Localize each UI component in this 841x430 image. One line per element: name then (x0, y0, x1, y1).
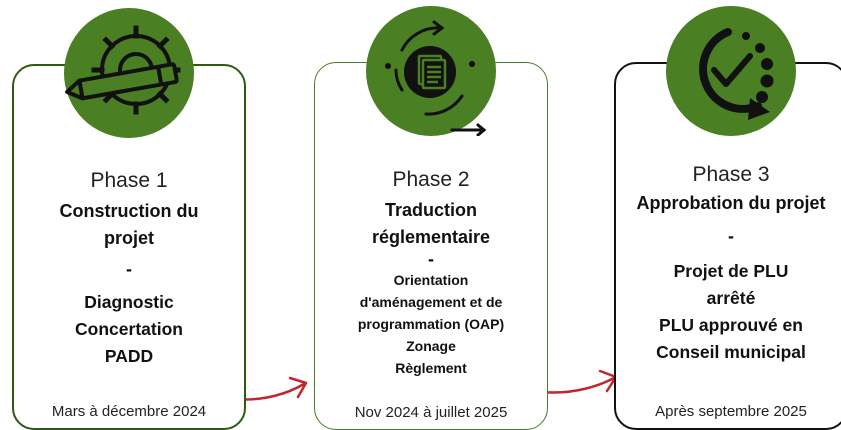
phase-1-item: Concertation (75, 319, 183, 339)
phase-2-item: Règlement (395, 360, 467, 376)
phase-2-separator: - (428, 249, 434, 269)
phase-1-title-line: Construction du (59, 201, 199, 221)
phase-2-title-line: réglementaire (371, 227, 491, 247)
phase-2-title: Traduction réglementaire (315, 197, 547, 251)
phase-1-item: Diagnostic (84, 292, 174, 312)
phase-2-date: Nov 2024 à juillet 2025 (354, 404, 508, 421)
phase-1-label: Phase 1 (90, 169, 168, 192)
phase-2-title-line: Traduction (384, 200, 477, 220)
phase-2-item: Orientation (393, 272, 469, 288)
phase-3-item: arrêté (706, 288, 756, 308)
phase-3-separator: - (728, 226, 734, 246)
phase-1-item: PADD (104, 346, 154, 366)
phase-3-items: Projet de PLU arrêté PLU approuvé en Con… (616, 258, 841, 366)
phase-3-label: Phase 3 (692, 163, 770, 186)
gear-pencil-icon (64, 8, 194, 138)
checkmark-progress-icon (666, 6, 796, 136)
phase-3-item: PLU approuvé en (659, 315, 803, 335)
phase-1-text: Phase 1 Construction du projet - Diagnos… (14, 168, 244, 370)
phase-1-title-line: projet (103, 228, 154, 248)
phase-2-label: Phase 2 (392, 168, 470, 191)
phase-3-text: Phase 3 Approbation du projet - Projet d… (616, 162, 841, 366)
phase-3-item: Projet de PLU (673, 261, 789, 281)
phase-3-item: Conseil municipal (656, 342, 806, 362)
phase-3-title-line: Approbation du projet (636, 193, 826, 213)
phase-1-title: Construction du projet (14, 198, 244, 252)
phase-3-title: Approbation du projet (616, 190, 841, 217)
phase-2-item: d'aménagement et de (359, 294, 503, 310)
phase-2-text: Phase 2 Traduction réglementaire - Orien… (315, 167, 547, 379)
phase-2-items: Orientation d'aménagement et de programm… (315, 269, 547, 379)
phase-3-date: Après septembre 2025 (655, 403, 807, 420)
phase-1-date: Mars à décembre 2024 (51, 403, 207, 420)
phase-1-separator: - (126, 259, 132, 279)
document-cycle-icon (366, 6, 496, 136)
phase-2-item: Zonage (406, 338, 456, 354)
phase-2-item: programmation (OAP) (357, 316, 505, 332)
phase-1-items: Diagnostic Concertation PADD (14, 289, 244, 370)
